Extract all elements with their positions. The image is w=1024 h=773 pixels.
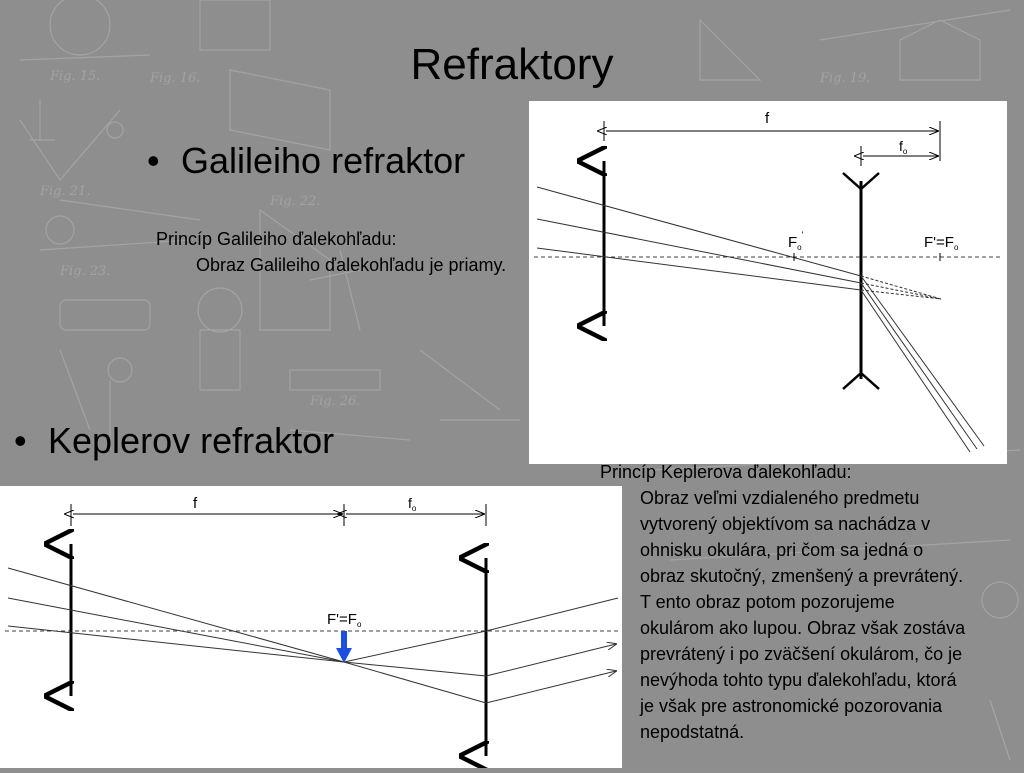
kepler-ray-div-3 (343, 630, 487, 663)
kepler-line-6: okulárom ako lupou. Obraz však zostáva (640, 618, 966, 638)
svg-text:Fig. 16.: Fig. 16. (149, 71, 200, 86)
kepler-diagram-svg: f fo F'=Fo (5, 495, 619, 768)
kepler-line-10: nepodstatná. (640, 722, 745, 742)
kepler-line-1: Obraz veľmi vzdialeného predmetu (640, 488, 920, 508)
kepler-ray-div-2 (343, 661, 487, 677)
galileo-ray-out-3 (860, 289, 971, 453)
kepler-line-8: nevýhoda tohto typu ďalekohľadu, ktorá (640, 670, 957, 690)
slide-title: Refraktory (410, 40, 614, 89)
galileo-label-fo-prime: Fo' (788, 230, 804, 252)
galileo-description-body: Obraz Galileiho ďalekohľadu je priamy. (196, 255, 507, 275)
kepler-line-7: prevrátený i po zväčšení okulárom, čo je (640, 644, 963, 664)
galileo-eyepiece-top-fork (842, 172, 880, 191)
bullet-dot: • (147, 140, 160, 181)
kepler-line-3: ohnisku okulára, pri čom sa jedná o (640, 540, 924, 560)
svg-text:Fig. 21.: Fig. 21. (39, 184, 90, 199)
galileo-ray-ext-3 (860, 289, 942, 300)
kepler-description: Princíp Keplerova ďalekohľadu: Obraz veľ… (600, 459, 1020, 745)
kepler-ray-out-2 (485, 644, 616, 677)
kepler-ray-div-1 (343, 661, 487, 704)
svg-text:Fig. 22.: Fig. 22. (269, 194, 320, 209)
bullet-galileo: • Galileiho refraktor (147, 140, 465, 182)
bullet-galileo-text: Galileiho refraktor (181, 140, 466, 181)
kepler-ray-out-3 (485, 597, 619, 632)
kepler-label-fo: fo (408, 495, 417, 513)
bullet-dot: • (14, 420, 27, 461)
galileo-ray-out-1 (860, 275, 985, 447)
kepler-label-f: f (193, 495, 198, 512)
svg-text:Fig. 23.: Fig. 23. (59, 264, 110, 279)
galileo-diagram-svg: f fo Fo' F'=Fo (534, 110, 1002, 453)
bullet-kepler-text: Keplerov refraktor (48, 420, 335, 461)
galileo-eyepiece-bottom-fork (842, 371, 880, 390)
galileo-diagram: f fo Fo' F'=Fo (529, 101, 1007, 464)
galileo-label-fprime-eq-fo: F'=Fo (924, 234, 959, 252)
galileo-label-fo: fo (899, 138, 908, 156)
kepler-line-5: T ento obraz potom pozorujeme (640, 592, 895, 612)
galileo-ray-2 (536, 218, 862, 284)
bullet-kepler: • Keplerov refraktor (14, 420, 334, 462)
galileo-ray-ext-1 (860, 275, 942, 300)
kepler-ray-1 (7, 567, 345, 663)
svg-text:Fig. 15.: Fig. 15. (49, 69, 100, 84)
kepler-line-9: je však pre astronomické pozorovania (640, 696, 943, 716)
kepler-description-heading: Princíp Keplerova ďalekohľadu: (600, 462, 852, 482)
kepler-ray-3 (7, 625, 345, 663)
kepler-line-4: obraz skutočný, zmenšený a prevrátený. (640, 566, 964, 586)
kepler-ray-out-1 (485, 671, 616, 704)
svg-text:Fig. 26.: Fig. 26. (309, 394, 360, 409)
galileo-ray-out-2 (860, 282, 978, 450)
kepler-image-arrow-head (336, 648, 352, 663)
kepler-line-2: vytvorený objektívom sa nachádza v (640, 514, 931, 534)
galileo-ray-3 (536, 247, 862, 291)
kepler-diagram: f fo F'=Fo (0, 486, 622, 768)
kepler-label-fprime-eq-fo: F'=Fo (327, 611, 362, 629)
galileo-label-f: f (765, 110, 770, 127)
kepler-ray-2 (7, 597, 345, 663)
svg-text:Fig. 19.: Fig. 19. (819, 71, 870, 86)
galileo-ray-1 (536, 186, 862, 277)
galileo-ray-ext-2 (860, 282, 942, 300)
galileo-description-heading: Princíp Galileiho ďalekohľadu: (156, 229, 397, 249)
galileo-description: Princíp Galileiho ďalekohľadu: Obraz Gal… (156, 226, 536, 278)
